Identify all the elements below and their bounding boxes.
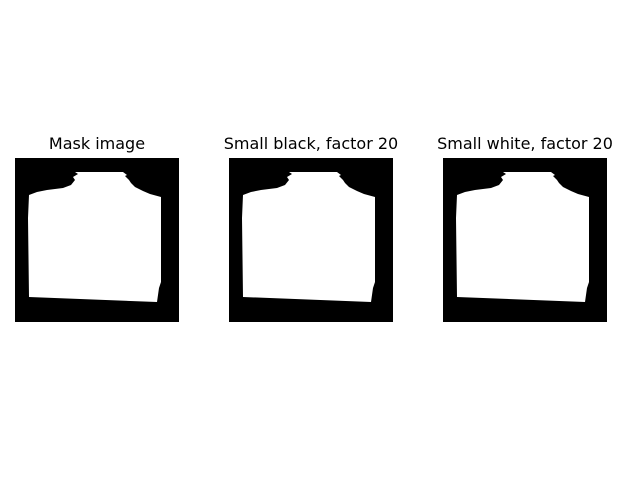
small-white-image: [443, 158, 607, 322]
panel-title-small-white: Small white, factor 20: [437, 134, 613, 153]
mask-shape: [242, 172, 375, 302]
panel-title-mask-image: Mask image: [48, 134, 146, 153]
mask-image: [15, 158, 179, 322]
mask-shape: [456, 172, 589, 302]
mask-shape: [28, 172, 161, 302]
panel-title-small-black: Small black, factor 20: [223, 134, 399, 153]
small-black-image: [229, 158, 393, 322]
